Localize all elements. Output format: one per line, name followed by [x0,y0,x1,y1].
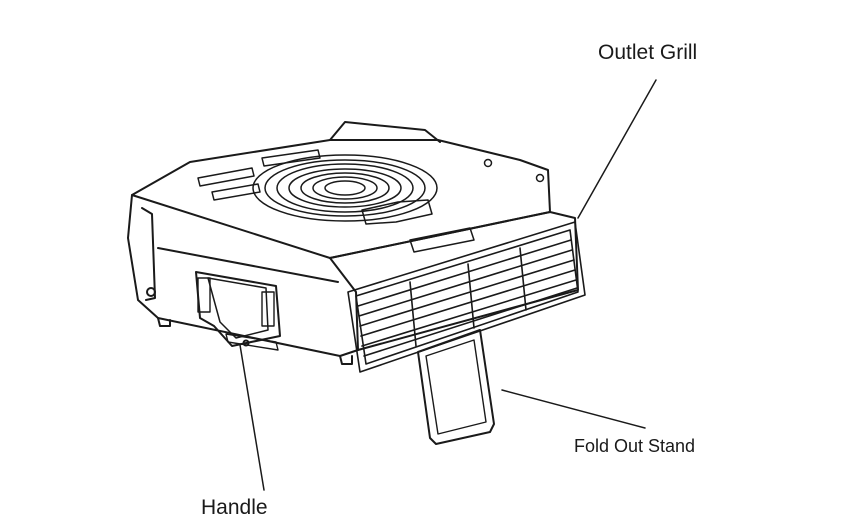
housing-front-face [329,211,579,351]
housing-side-screw [146,287,156,297]
inlet-ring-7 [324,180,366,196]
outlet-grill-frame [347,221,586,373]
inlet-ring-4 [288,168,402,208]
outlet-grill-slat-2 [358,249,573,317]
leader-line-outlet-grill [577,79,657,219]
handle-base [225,333,279,351]
outlet-grill-slat-4 [360,269,576,337]
housing-left-side [127,194,359,357]
top-vents [197,149,321,201]
outlet-grill-vertical-3 [519,247,527,311]
top-vent-2 [211,183,261,201]
leader-lines [239,79,657,491]
inlet-ring-1 [252,154,438,222]
handle-screw [242,339,250,347]
inlet-grill [252,154,438,222]
handle-recess [195,271,281,347]
outlet-grill-vertical-2 [467,263,475,329]
outlet-grill-slat-1 [357,239,572,307]
inlet-ring-3 [276,163,414,213]
outlet-grill-inner-frame [355,229,579,365]
housing-left-edge [141,207,156,301]
outlet-grill-slat-5 [361,279,577,347]
handle-left-tab [197,277,211,313]
outlet-grill-slat-6 [363,287,578,357]
fold-out-stand-inner [425,339,487,435]
top-screw-right [535,173,545,183]
outlet-grill-slat-3 [359,259,575,327]
outlet-grill-vertical-1 [409,281,417,347]
fold-out-stand [417,329,495,445]
housing-foot-right [339,355,353,365]
outlet-grill [347,221,586,373]
housing-top-hump [329,121,441,143]
housing-belt-line [157,247,339,283]
leader-line-fold-out-stand [501,389,646,429]
fold-out-stand-outline [417,329,495,445]
inlet-ring-6 [312,176,378,200]
top-vent-1 [197,167,255,187]
handle [195,271,281,351]
callout-fold-out-stand: Fold Out Stand [574,436,696,456]
leader-line-handle [239,344,265,491]
housing-foot-left [157,317,171,327]
callout-outlet-grill: Outlet Grill [598,41,698,64]
hinge-block-top [409,227,475,253]
hinge-block-outline [361,199,433,225]
top-vent-3 [261,149,321,167]
top-screw-left [483,158,493,168]
callout-handle: Handle [201,496,268,519]
handle-grip [207,277,269,339]
inlet-ring-5 [300,172,390,204]
handle-right-tab [261,291,275,327]
grill-hinge-block [361,158,545,253]
inlet-ring-2 [264,159,426,217]
